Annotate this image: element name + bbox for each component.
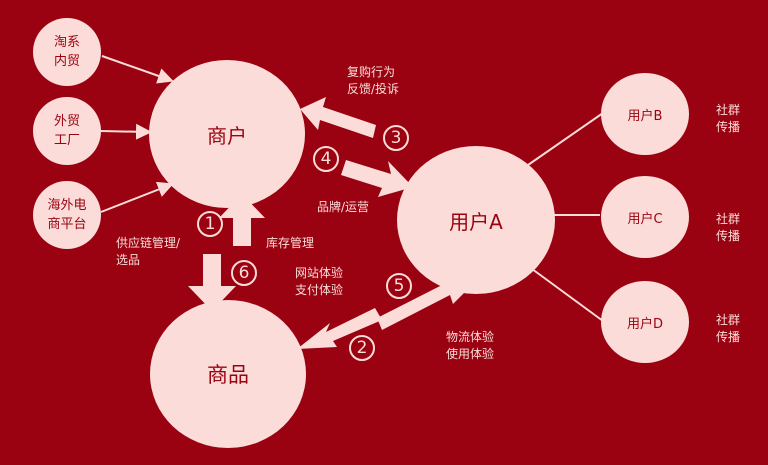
node-waimao: 外贸工厂 bbox=[33, 97, 101, 165]
line-usera-to-userb bbox=[527, 112, 604, 166]
node-taoxi: 淘系内贸 bbox=[33, 18, 101, 86]
node-user-c: 用户C bbox=[601, 176, 689, 258]
label-social-b: 社群传播 bbox=[716, 103, 741, 134]
label-inventory: 库存管理 bbox=[266, 236, 315, 250]
node-user-a: 用户A bbox=[397, 146, 555, 294]
label-repurchase: 复购行为反馈/投诉 bbox=[347, 65, 400, 96]
step-badge-6: 6 bbox=[231, 260, 257, 286]
line-usera-to-userd bbox=[527, 265, 604, 322]
node-user-d: 用户D bbox=[601, 281, 689, 363]
arrow-waimao-to-merchant bbox=[100, 123, 152, 140]
step-badge-2: 2 bbox=[349, 335, 375, 361]
step-badge-5: 5 bbox=[386, 273, 412, 299]
label-logistics: 物流体验使用体验 bbox=[446, 330, 495, 361]
label-social-c: 社群传播 bbox=[716, 212, 741, 243]
arrow-haiwai-to-merchant bbox=[100, 181, 174, 213]
node-haiwai: 海外电商平台 bbox=[33, 181, 101, 249]
block-arrow-3 bbox=[300, 97, 376, 138]
node-merchant: 商户 bbox=[149, 60, 305, 208]
block-arrow-4 bbox=[341, 160, 413, 197]
block-arrow-1 bbox=[188, 254, 236, 311]
label-brand: 品牌/运营 bbox=[317, 200, 370, 214]
step-badge-3: 3 bbox=[383, 125, 409, 151]
node-user-b: 用户B bbox=[601, 73, 689, 155]
label-supply: 供应链管理/选品 bbox=[116, 236, 181, 267]
step-badge-1: 1 bbox=[197, 211, 223, 237]
step-badge-4: 4 bbox=[313, 146, 339, 172]
block-arrow-5 bbox=[297, 308, 382, 349]
arrow-taoxi-to-merchant bbox=[101, 55, 174, 84]
label-social-d: 社群传播 bbox=[716, 313, 741, 344]
label-website: 网站体验支付体验 bbox=[295, 266, 344, 297]
node-product: 商品 bbox=[150, 300, 306, 448]
